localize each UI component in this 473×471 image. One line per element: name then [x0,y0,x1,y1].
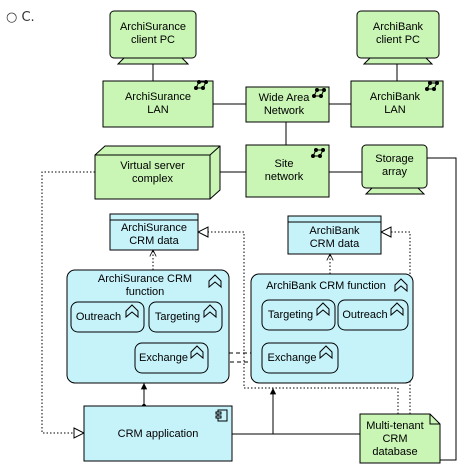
ab-outreach[interactable] [337,299,409,331]
network-icon [194,80,208,90]
ab-targeting-label: Targeting [267,308,314,321]
as-outreach-label: Outreach [75,310,122,323]
caption-text: C. [21,10,35,25]
as-exchange-label: Exchange [139,351,188,364]
conn-vsc-app [41,171,95,433]
conn-storage-db [427,157,457,461]
figure-caption: ○ C. [6,10,35,25]
archibank-client-pc[interactable] [356,10,440,65]
conn-app-abfunc [232,388,277,435]
archisurance-crm-data[interactable] [109,213,199,251]
network-icon [311,148,325,158]
assignment-connectors [140,383,277,435]
as-exchange[interactable] [134,342,209,374]
crm-application-label: CRM application [117,427,199,440]
wide-area-network[interactable] [245,86,330,123]
function-chevron-icon [125,274,408,360]
component-icon [215,409,228,422]
radio-circle-icon: ○ [6,10,18,25]
ab-outreach-label: Outreach [342,308,388,321]
storage-array[interactable] [361,144,428,195]
ab-exchange[interactable] [261,342,339,374]
network-icon [312,88,326,98]
network-icon [425,81,439,91]
site-network[interactable] [245,144,330,198]
conn-db-asdata [198,232,399,414]
archisurance-client-pc[interactable] [109,10,197,65]
as-targeting[interactable] [148,301,223,333]
multi-tenant-crm-database[interactable] [359,413,441,464]
archibank-crm-function-label: ArchiBank CRM function [266,280,386,292]
as-outreach[interactable] [70,301,145,333]
as-targeting-label: Targeting [154,310,201,323]
virtual-server-complex[interactable] [94,145,221,200]
ab-targeting[interactable] [261,299,336,331]
crm-application[interactable] [83,405,233,462]
ab-exchange-label: Exchange [267,351,317,364]
archibank-crm-data[interactable] [287,215,382,255]
